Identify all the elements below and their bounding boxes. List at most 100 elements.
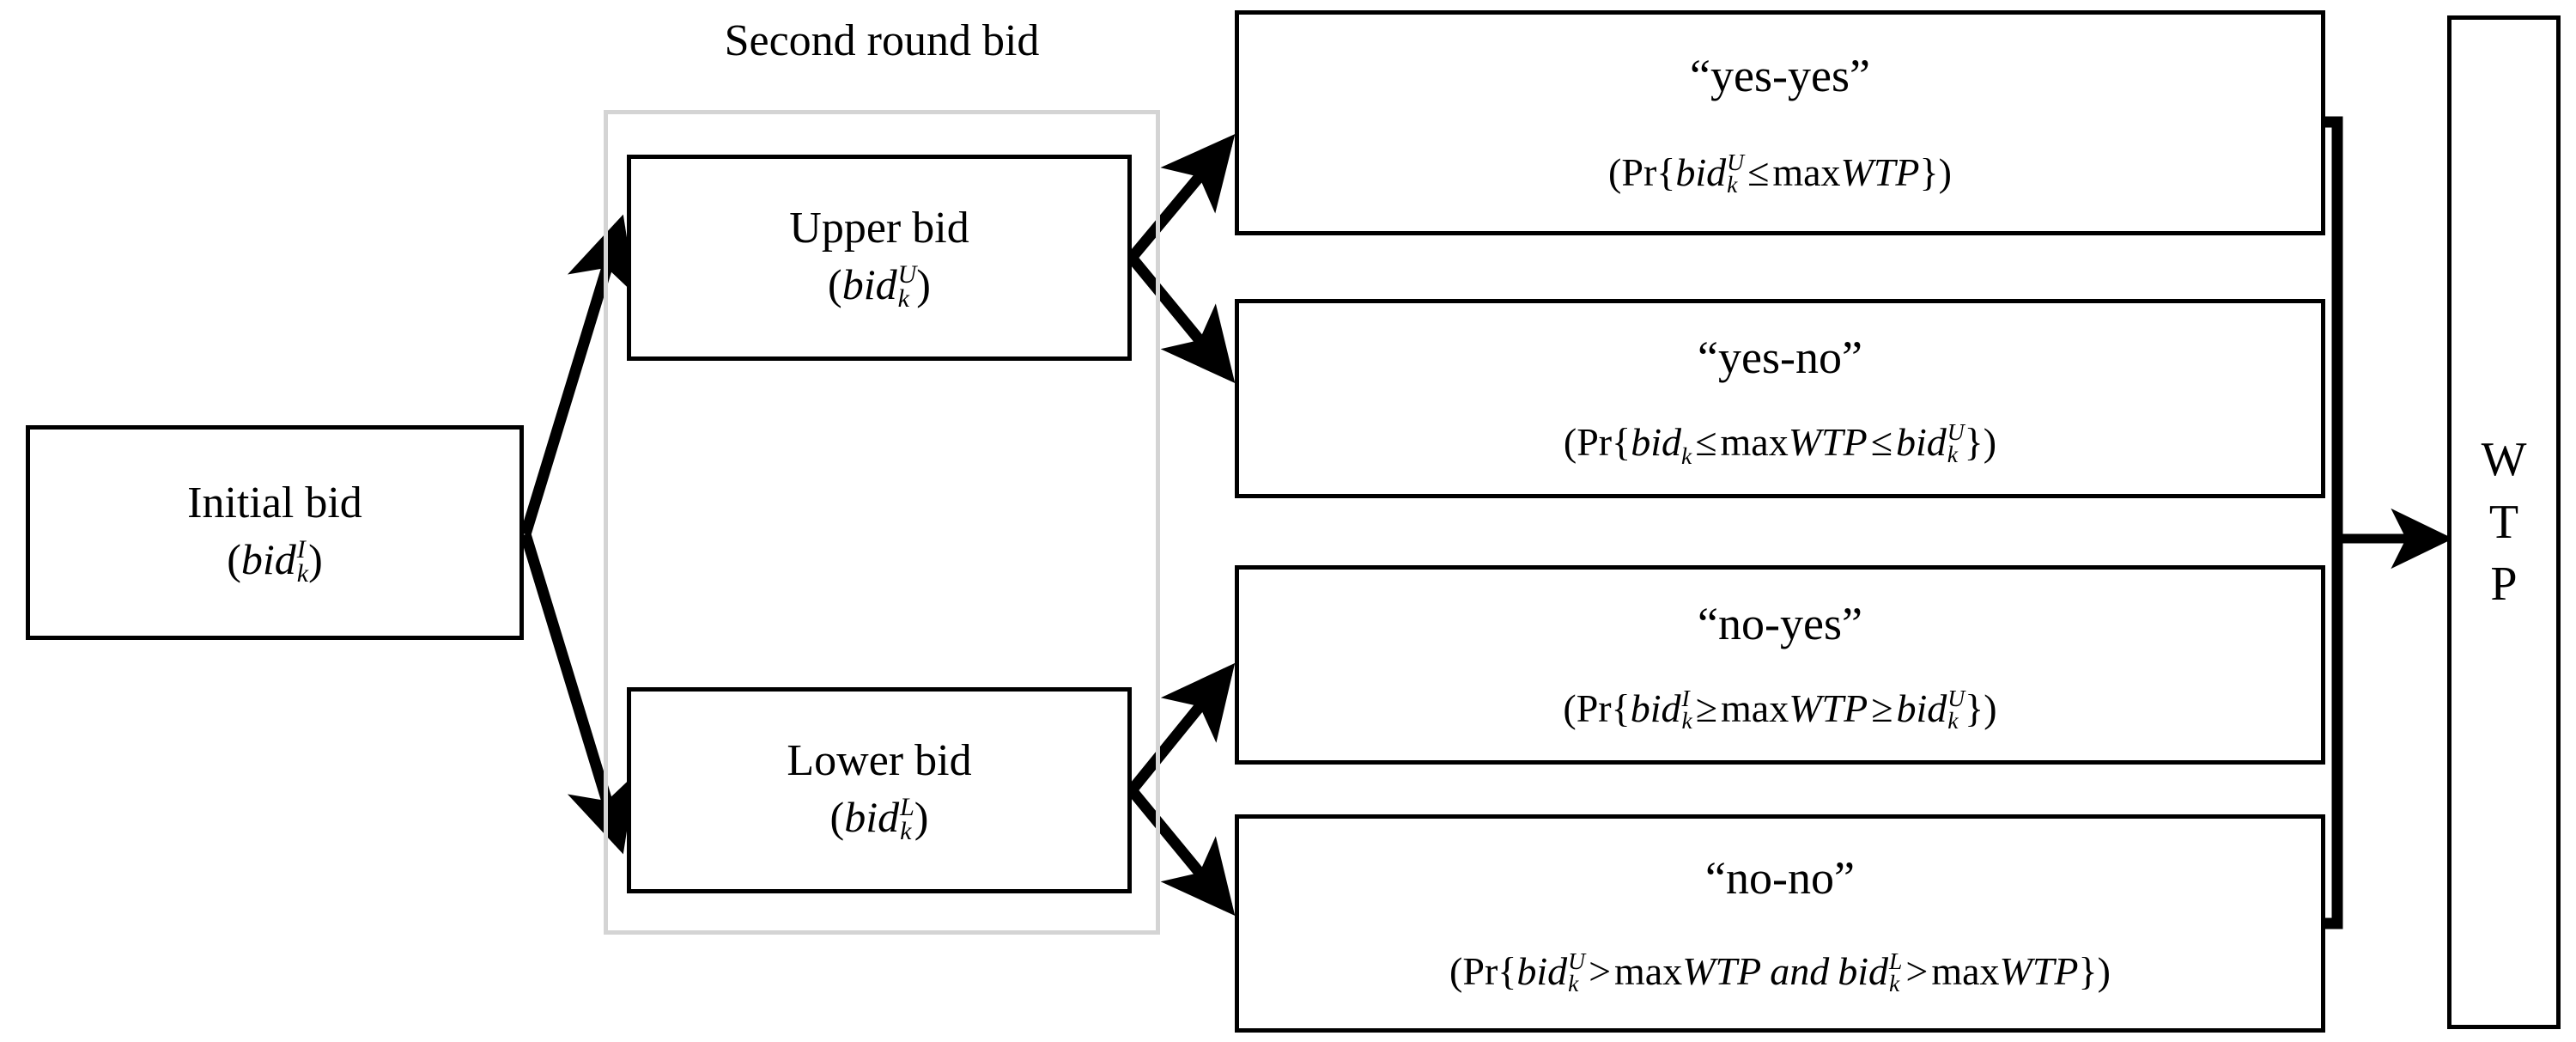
wtp-letter-w: W: [2481, 432, 2527, 486]
bid-superscript: U: [1568, 948, 1586, 975]
paren-open: (: [1563, 419, 1577, 464]
wtp-symbol-2: WTP: [1999, 949, 2079, 994]
bid-base: bid: [1675, 150, 1727, 195]
lower-bid-title: Lower bid: [787, 736, 972, 786]
relation-gt-1: >: [1589, 949, 1612, 994]
bid-base: bid: [1631, 419, 1681, 464]
bid-superscript: L: [1889, 948, 1903, 975]
bid-superscript: U: [1947, 684, 1965, 711]
paren-close: ): [916, 260, 931, 309]
bid-base-2: bid: [1838, 949, 1889, 994]
max-operator: max: [1721, 686, 1789, 730]
paren-close: ): [308, 535, 323, 584]
bid-base: bid: [1630, 686, 1681, 730]
max-operator: max: [1772, 150, 1841, 195]
upper-bid-title: Upper bid: [789, 204, 969, 253]
brace-close: }: [2078, 949, 2098, 994]
wtp-symbol: WTP: [1789, 686, 1868, 730]
second-round-bid-group: [604, 110, 1160, 935]
brace-open: {: [1656, 150, 1676, 195]
wtp-letter-p: P: [2490, 558, 2518, 612]
bid-base-2: bid: [1896, 686, 1947, 730]
paren-close: ): [2097, 949, 2111, 994]
bid-superscript: U: [1947, 417, 1965, 445]
paren-open: (: [1608, 150, 1622, 195]
bid-superscript: L: [900, 792, 914, 821]
bid-subscript: k: [1947, 706, 1959, 734]
outcomes-gathering-bracket: [2291, 116, 2343, 929]
bid-base: bid: [841, 260, 897, 309]
outcome-no-no-label: “no-no”: [1705, 851, 1855, 904]
paren-close: ): [1938, 150, 1952, 195]
second-round-bid-label: Second round bid: [724, 16, 1040, 65]
bid-subscript: k: [1727, 171, 1738, 198]
paren-open: (: [1449, 949, 1463, 994]
pr-operator: Pr: [1576, 686, 1612, 730]
relation-geq-1: ≥: [1695, 686, 1717, 730]
pr-operator: Pr: [1621, 150, 1657, 195]
bid-base-2: bid: [1895, 419, 1947, 464]
bid-subscript: k: [1947, 440, 1958, 467]
relation-gt-2: >: [1905, 949, 1929, 994]
wtp-symbol: WTP: [1840, 150, 1920, 195]
paren-open: (: [829, 793, 845, 842]
bid-subscript: k: [1889, 970, 1900, 997]
bid-base: bid: [1516, 949, 1568, 994]
max-operator-1: max: [1614, 949, 1683, 994]
brace-close: }: [1964, 419, 1984, 464]
pr-operator: Pr: [1462, 949, 1498, 994]
outcome-yes-no-label: “yes-no”: [1698, 332, 1862, 384]
bid-base: bid: [240, 535, 296, 584]
relation-leq-1: ≤: [1695, 419, 1717, 464]
bid-subscript: k: [1681, 442, 1692, 469]
brace-close: }: [1965, 686, 1984, 730]
initial-bid-title: Initial bid: [187, 478, 362, 528]
brace-open: {: [1612, 419, 1631, 464]
and-operator: and: [1770, 949, 1830, 994]
bid-superscript: U: [897, 259, 917, 289]
wtp-symbol-1: WTP: [1682, 949, 1762, 994]
paren-open: (: [828, 260, 842, 309]
bid-superscript: I: [296, 534, 306, 564]
bid-subscript: k: [1681, 706, 1692, 734]
bid-subscript: k: [1568, 970, 1579, 997]
paren-open: (: [227, 535, 241, 584]
bid-subscript: k: [296, 559, 309, 588]
wtp-letter-t: T: [2488, 495, 2519, 549]
pr-operator: Pr: [1577, 419, 1613, 464]
brace-close: }: [1919, 150, 1939, 195]
paren-close: ): [914, 793, 929, 842]
outcome-no-yes-label: “no-yes”: [1698, 598, 1862, 650]
bid-subscript: k: [897, 284, 909, 314]
max-operator: max: [1720, 419, 1789, 464]
brace-open: {: [1611, 686, 1631, 730]
wtp-result-node[interactable]: W T P: [2447, 15, 2561, 1029]
max-operator-2: max: [1931, 949, 2000, 994]
relation-leq-2: ≤: [1870, 419, 1893, 464]
relation-leq: ≤: [1747, 150, 1770, 195]
wtp-symbol: WTP: [1788, 419, 1868, 464]
bid-superscript: U: [1727, 149, 1745, 176]
